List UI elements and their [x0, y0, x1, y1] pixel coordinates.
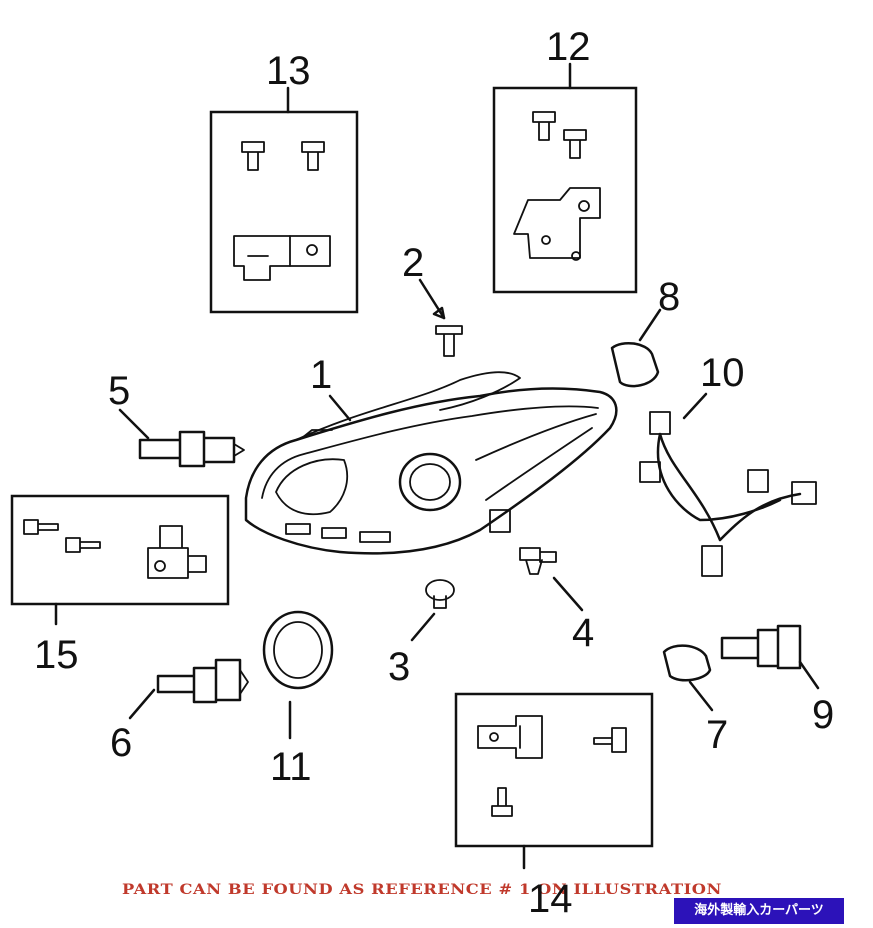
wiring-harness-icon [639, 392, 817, 577]
bulb-5-icon [118, 408, 245, 468]
bolt-icon [241, 141, 325, 171]
callout-15: 15 [34, 633, 79, 677]
bolt-icon [418, 278, 463, 357]
callout-3: 3 [388, 645, 410, 689]
bulb-9-icon [720, 624, 820, 690]
box-12-mounting-kit [492, 62, 638, 294]
callout-6: 6 [110, 721, 132, 765]
screw-icon [491, 727, 627, 817]
cap-icon [410, 579, 455, 642]
callout-4: 4 [572, 611, 594, 655]
headlamp-assembly [244, 371, 618, 555]
callout-12: 12 [546, 25, 591, 69]
bracket-icon [513, 187, 601, 261]
bulb-7-icon [662, 644, 714, 712]
callout-5: 5 [108, 369, 130, 413]
bulb-6-icon [128, 658, 249, 720]
socket-icon [519, 547, 584, 612]
box-13-mounting-kit [209, 86, 359, 314]
screw-icon [23, 519, 101, 553]
box-15-mounting-kit [10, 494, 230, 626]
box-14-mounting-kit [454, 692, 654, 870]
seal-ring-icon [262, 610, 334, 740]
callout-13: 13 [266, 49, 311, 93]
callout-14: 14 [528, 877, 573, 921]
footer-note: PART CAN BE FOUND AS REFERENCE # 1 ON IL… [122, 882, 722, 898]
callout-9: 9 [812, 693, 834, 737]
callout-2: 2 [402, 241, 424, 285]
callout-1: 1 [310, 353, 332, 397]
callout-10: 10 [700, 351, 745, 395]
callout-8: 8 [658, 275, 680, 319]
adjuster-bracket-icon [147, 525, 207, 579]
shop-badge: 海外製輸入カーパーツ [674, 898, 844, 924]
bulb-8-icon [610, 308, 662, 388]
bracket-icon [233, 235, 331, 281]
callout-7: 7 [706, 713, 728, 757]
callout-11: 11 [270, 745, 312, 789]
bolt-icon [532, 111, 587, 159]
bracket-icon [477, 715, 543, 759]
leader-1 [328, 394, 352, 422]
